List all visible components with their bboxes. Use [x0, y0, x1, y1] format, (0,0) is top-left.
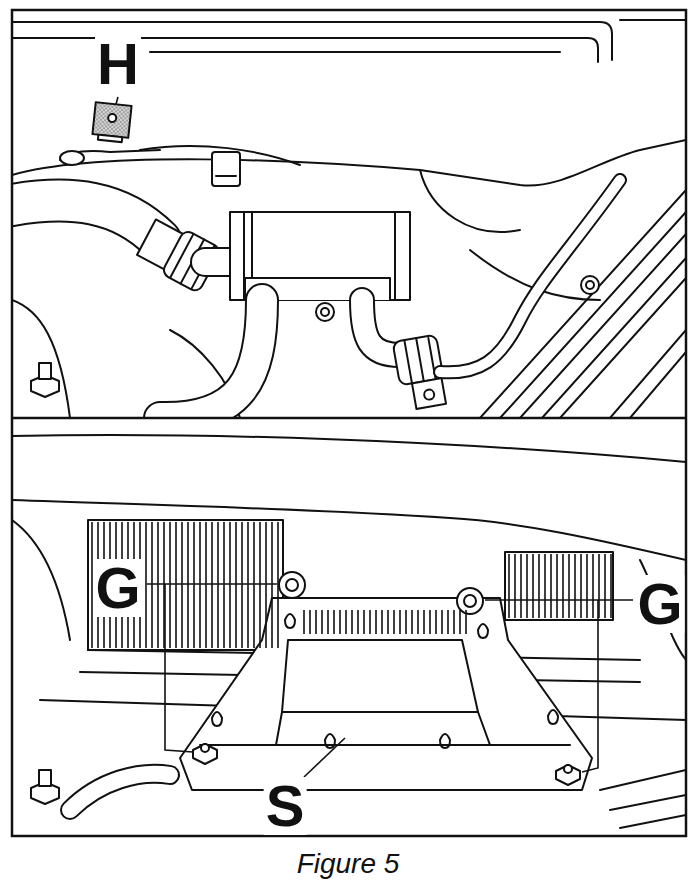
fin-line — [169, 522, 171, 648]
leader-lines — [116, 97, 633, 777]
fin-line — [321, 610, 323, 634]
fin-line — [193, 522, 195, 648]
fin-line — [393, 610, 395, 634]
fin-line — [363, 610, 365, 634]
callout-letter: S — [264, 777, 307, 835]
fin-line — [381, 610, 383, 634]
fin-line — [580, 554, 582, 618]
fin-line — [145, 522, 147, 648]
fin-line — [229, 522, 231, 648]
callout-letter: H — [95, 35, 141, 93]
fin-line — [181, 522, 183, 648]
fin-line — [399, 610, 401, 634]
fin-line — [423, 610, 425, 634]
callout-letter: G — [635, 575, 684, 633]
callout-letter: G — [93, 559, 142, 617]
fin-line — [309, 610, 311, 634]
fin-line — [574, 554, 576, 618]
fin-line — [187, 522, 189, 648]
fin-line — [459, 610, 461, 634]
fin-line — [223, 522, 225, 648]
fin-line — [265, 522, 267, 648]
fin-line — [157, 522, 159, 648]
fin-line — [411, 610, 413, 634]
fin-line — [369, 610, 371, 634]
fin-line — [271, 522, 273, 648]
fin-line — [447, 610, 449, 634]
fin-line — [351, 610, 353, 634]
fin-line — [429, 610, 431, 634]
fin-line — [211, 522, 213, 648]
fin-line — [604, 554, 606, 618]
fin-line — [259, 522, 261, 648]
fin-line — [339, 610, 341, 634]
fin-line — [405, 610, 407, 634]
fin-line — [375, 610, 377, 634]
fin-line — [327, 610, 329, 634]
fin-line — [610, 554, 612, 618]
fin-line — [387, 610, 389, 634]
fin-line — [544, 554, 546, 618]
fin-line — [550, 554, 552, 618]
fin-line — [199, 522, 201, 648]
fin-line — [568, 554, 570, 618]
fin-line — [333, 610, 335, 634]
fin-line — [586, 554, 588, 618]
fin-line — [205, 522, 207, 648]
fin-line — [508, 554, 510, 618]
fin-line — [441, 610, 443, 634]
fin-line — [562, 554, 564, 618]
fin-line — [453, 610, 455, 634]
fin-line — [315, 610, 317, 634]
fin-line — [417, 610, 419, 634]
fin-line — [345, 610, 347, 634]
fin-line — [526, 554, 528, 618]
fin-line — [253, 522, 255, 648]
fin-line — [235, 522, 237, 648]
fin-line — [556, 554, 558, 618]
fin-line — [247, 522, 249, 648]
fin-line — [241, 522, 243, 648]
fin-line — [277, 522, 279, 648]
fin-line — [357, 610, 359, 634]
fin-line — [592, 554, 594, 618]
fin-line — [538, 554, 540, 618]
fin-line — [514, 554, 516, 618]
fin-line — [217, 522, 219, 648]
figure-caption: Figure 5 — [297, 849, 400, 880]
fin-line — [532, 554, 534, 618]
fin-line — [520, 554, 522, 618]
fin-line — [175, 522, 177, 648]
fin-line — [465, 610, 467, 634]
fin-line — [303, 610, 305, 634]
fin-line — [435, 610, 437, 634]
fin-line — [151, 522, 153, 648]
